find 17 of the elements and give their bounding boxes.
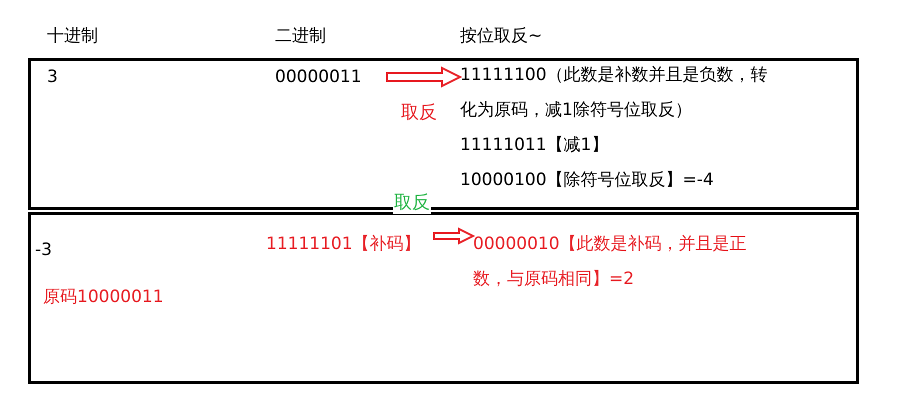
number-text: -3 [35,233,75,268]
complement-text: 11111101【补码】 [266,220,434,262]
table-panel [28,212,859,384]
edge-label: 取反 [393,190,431,214]
number-text: 3 [47,60,77,95]
result-text: 11111011【减1】 [460,128,710,163]
table-panel [28,58,859,210]
original-code-text: 原码10000011 [43,280,203,315]
binary-text: 00000011 [275,60,387,95]
result-text: 00000010【此数是补码，并且是正数，与原码相同】=2 [473,220,749,297]
column-header: 十进制 [47,25,98,47]
hollow-arrow [433,227,476,245]
result-text: 11111100（此数是补数并且是负数，转化为原码，减1除符号位取反） [460,58,778,128]
column-header: 二进制 [275,25,326,47]
hollow-arrow [386,66,462,88]
column-header: 按位取反~ [460,25,542,47]
result-text: 10000100【除符号位取反】=-4 [460,163,760,198]
